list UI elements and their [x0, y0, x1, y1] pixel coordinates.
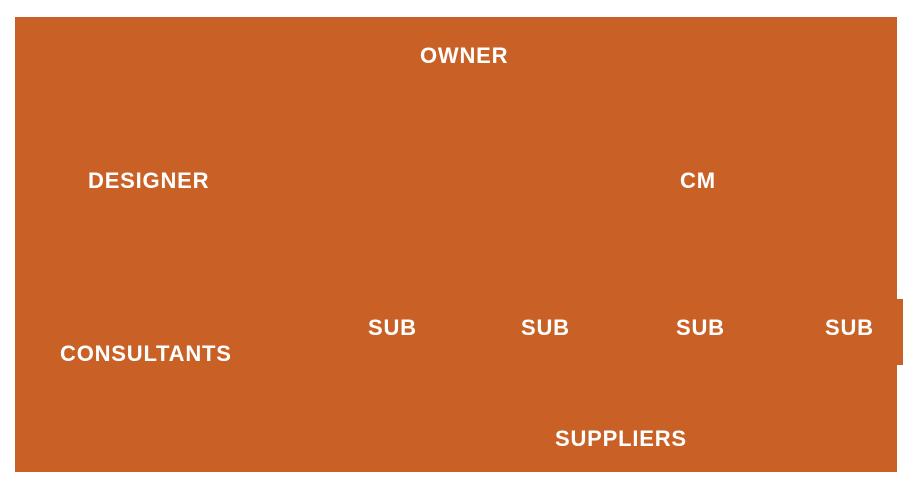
node-label-consultants: CONSULTANTS — [60, 341, 232, 366]
clipped-shape-right-edge — [897, 299, 903, 365]
node-label-sub-2: SUB — [521, 315, 570, 340]
org-chart-canvas: OWNER DESIGNER CM SUB SUB SUB SUB CONSUL… — [15, 17, 897, 472]
node-label-cm: CM — [680, 168, 716, 193]
node-label-sub-3: SUB — [676, 315, 725, 340]
node-label-sub-1: SUB — [368, 315, 417, 340]
node-label-designer: DESIGNER — [88, 168, 210, 193]
node-label-owner: OWNER — [420, 43, 509, 68]
node-label-suppliers: SUPPLIERS — [555, 426, 687, 451]
node-label-sub-4: SUB — [825, 315, 874, 340]
